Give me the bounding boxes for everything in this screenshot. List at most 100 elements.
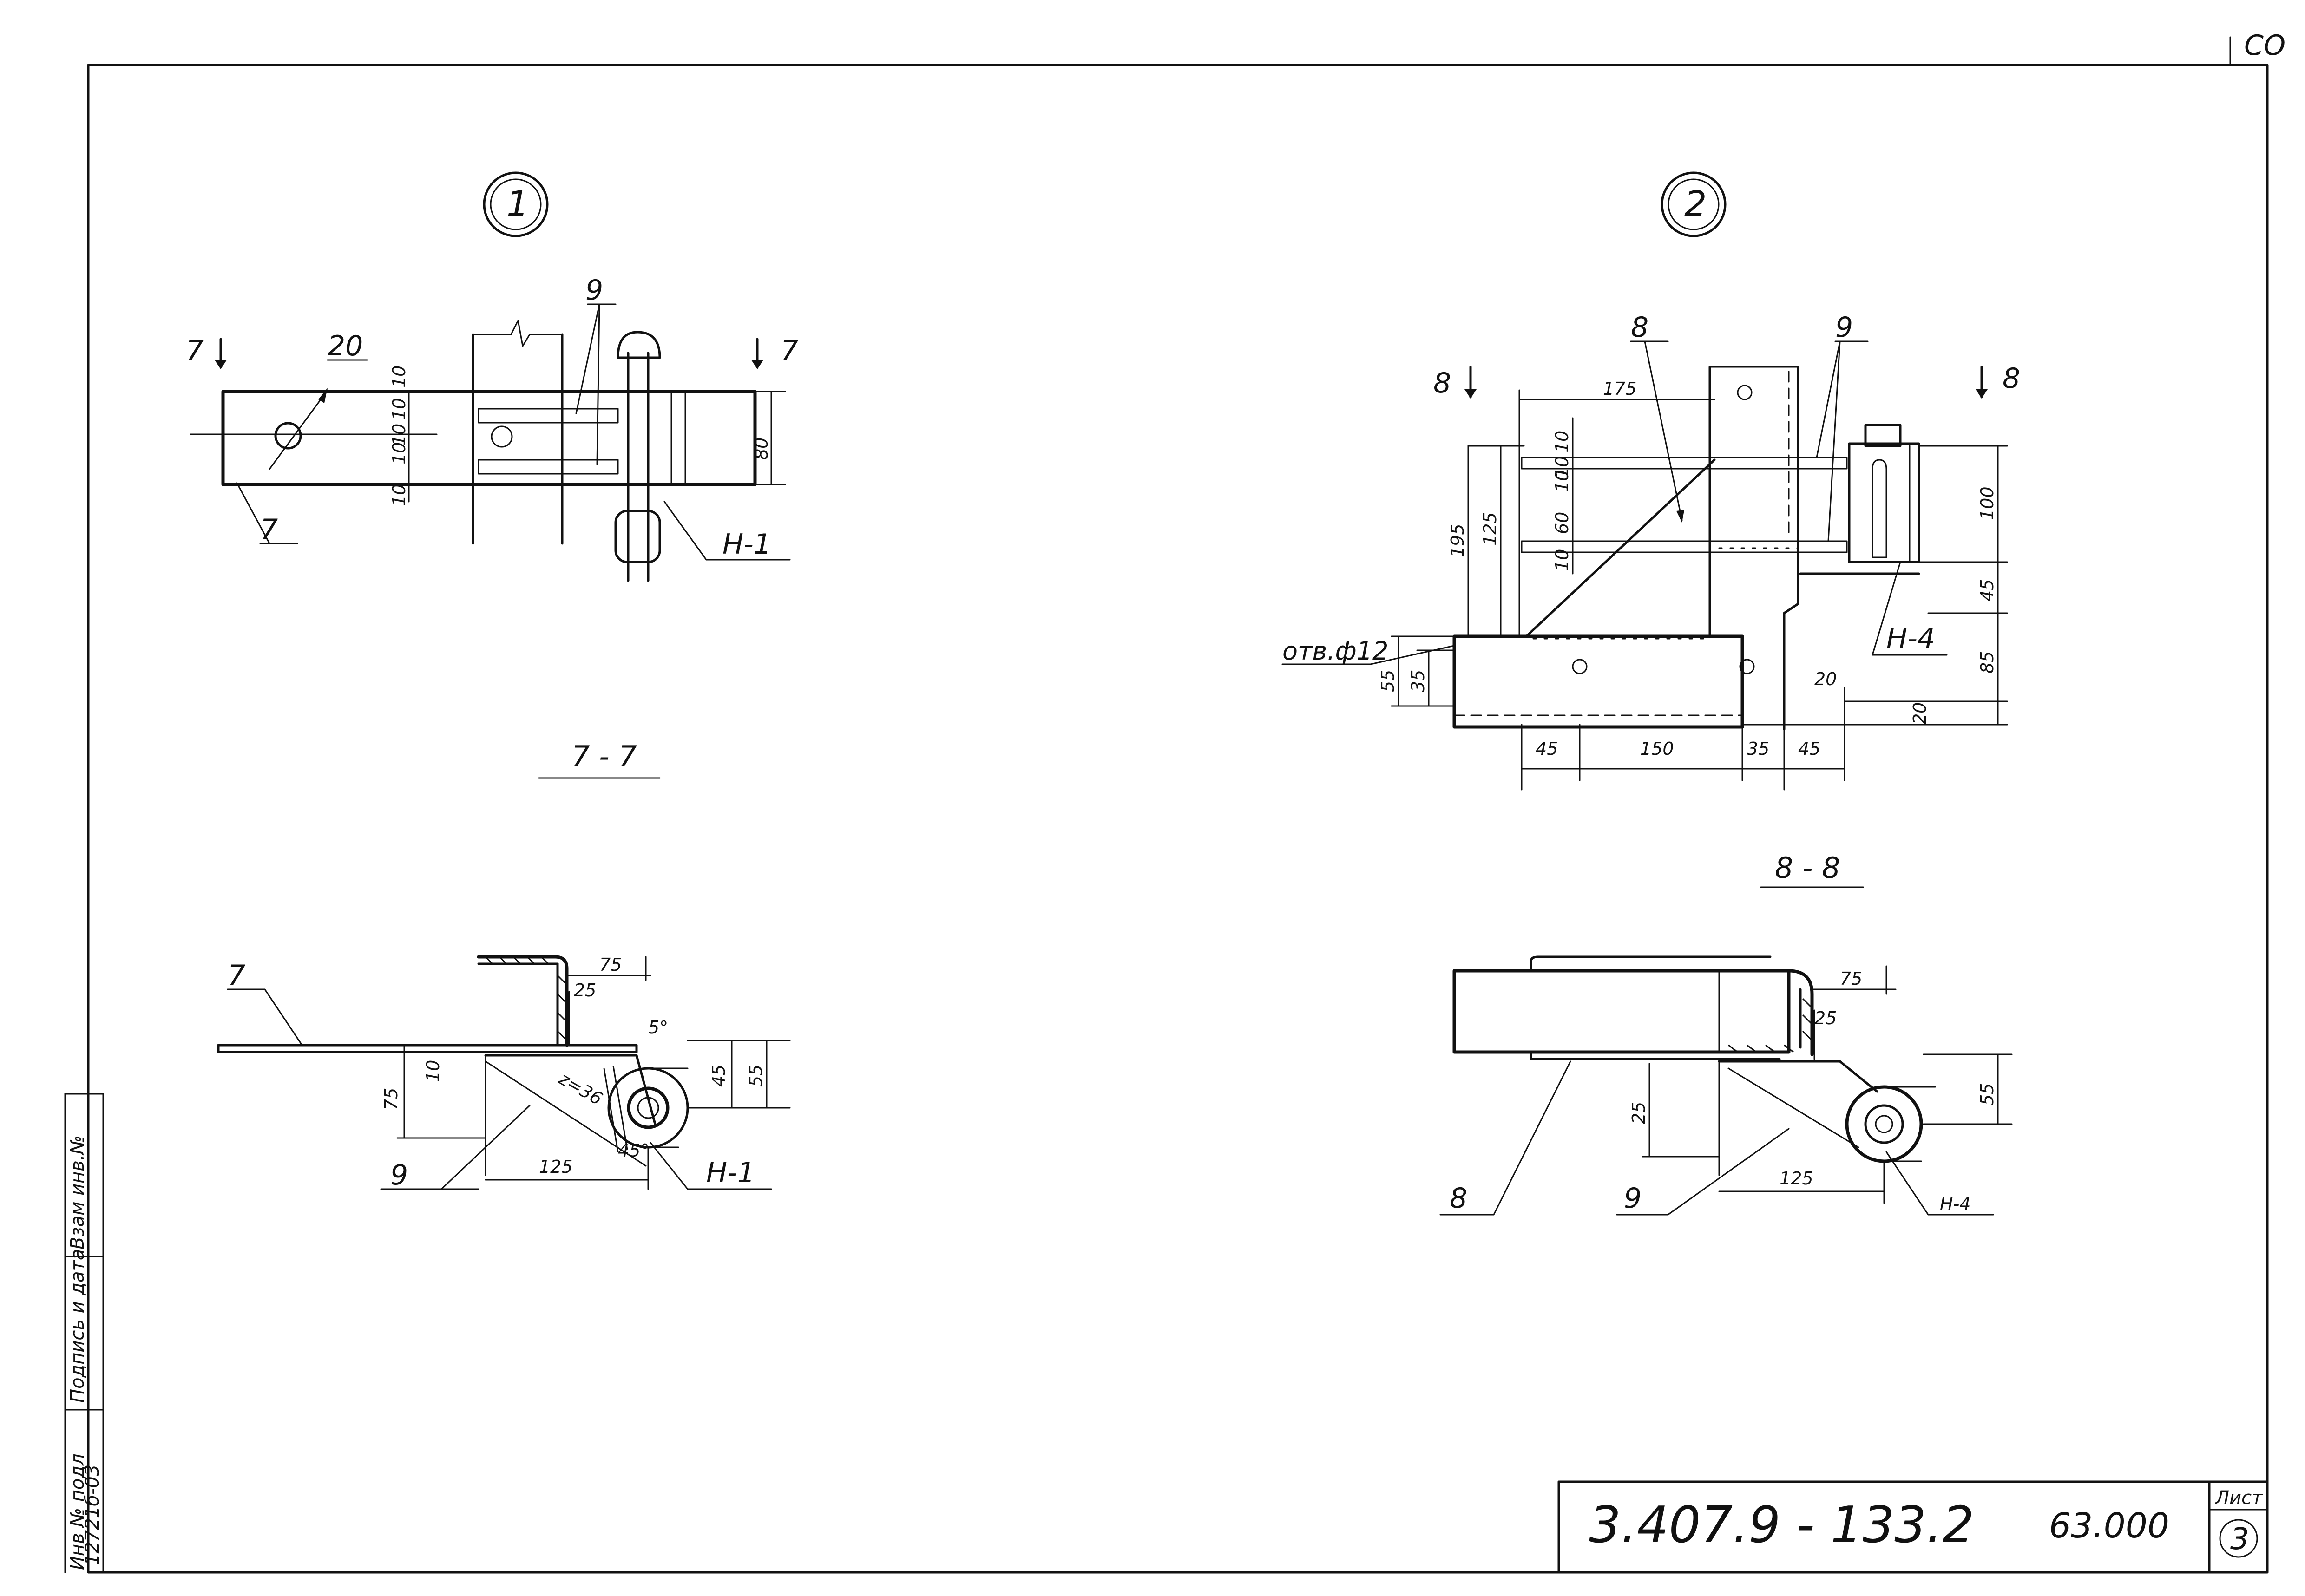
section-7-7-dim-1: 75	[599, 955, 622, 975]
title-block: 3.407.9 - 133.2 63.000 Лист 3	[1557, 1480, 2269, 1574]
node2-cut-right-label: 8	[2003, 362, 2020, 395]
section-8-8-dim-4: 55	[1977, 1083, 1997, 1105]
section-7-7-dim-5: 45	[709, 1065, 729, 1087]
sheet-number: 3	[2230, 1522, 2249, 1557]
node2-dim-2: 10	[1552, 431, 1572, 453]
section-8-8-plate-label: 8	[1450, 1182, 1467, 1215]
section-8-8-dim-5: 125	[1780, 1168, 1813, 1189]
node2-plan: 2 8 8 8	[1281, 171, 2020, 791]
node1-marker-inner	[490, 178, 542, 230]
section-8-8-hinge-pin	[1864, 1104, 1904, 1144]
node2-dim-9: 100	[1977, 486, 1997, 520]
sheet-frame: СО	[87, 29, 2285, 1574]
replaced-inv-label: Взам инв.№	[67, 1135, 88, 1249]
node1-bolt-hole	[491, 425, 513, 448]
node2-marker-outer	[1661, 171, 1727, 237]
section-7-7-angle	[477, 955, 569, 1047]
section-7-7-dim-3: 10	[423, 1060, 443, 1082]
sheet-designation: 3.407.9 - 133.2	[1589, 1496, 1974, 1554]
node2-dim-1: 175	[1603, 379, 1637, 399]
node2-dim-6: 10	[1552, 549, 1572, 571]
node2-dim-11: 85	[1977, 651, 1997, 674]
sheet-corner-mark: СО	[2244, 29, 2285, 62]
section-8-8-dim-1: 75	[1840, 968, 1862, 989]
section-7-7-hinge-pin	[627, 1086, 670, 1129]
node2-dim-10: 45	[1977, 579, 1997, 602]
section-8-8: 8 - 8 8 9 Н-4	[1439, 851, 2013, 1216]
node2-hinge-body	[1848, 442, 1920, 563]
node1-hinge-top	[617, 331, 661, 359]
section-8-8-rib-label: 9	[1624, 1182, 1642, 1215]
node2-dim-8: 195	[1447, 523, 1468, 557]
node2-dim-19: 45	[1798, 739, 1820, 759]
sheet-code: 63.000	[2049, 1506, 2169, 1546]
node1-hole-label: 20	[328, 330, 363, 362]
node2-dim-17: 150	[1640, 739, 1674, 759]
node1-marker-number: 1	[506, 183, 529, 224]
node1-column-break	[472, 320, 563, 347]
node1-plate	[221, 390, 757, 486]
section-7-7: 7 - 7 7 9 Н-	[217, 739, 791, 1191]
node1-part-b-label: 7	[260, 513, 278, 546]
section-7-7-rib	[484, 1054, 657, 1125]
section-7-7-dim-8: 5°	[648, 1017, 668, 1038]
section-7-7-dim-4: 75	[381, 1088, 401, 1110]
node2-marker-inner	[1668, 178, 1720, 230]
node1-part-a-label: 9	[585, 274, 603, 307]
inv-no-orig-label: Инв № подл	[67, 1453, 88, 1570]
node1-rib-top	[478, 408, 619, 424]
sheet-number-circle	[2219, 1519, 2258, 1558]
section-7-7-plate	[217, 1044, 638, 1053]
node1-hole	[274, 422, 302, 450]
node2-marker-number: 2	[1684, 183, 1707, 224]
section-7-7-dim-6: 55	[746, 1065, 766, 1087]
node2-dim-7: 125	[1480, 512, 1500, 546]
node2-dim-16: 45	[1536, 739, 1558, 759]
node1-cut-right-label: 7	[781, 334, 798, 367]
node2-dim-14: 20	[1814, 669, 1837, 689]
section-7-7-dim-7: 125	[539, 1157, 573, 1177]
node2-cut-left-label: 8	[1433, 367, 1451, 399]
node2-rib-bottom	[1521, 540, 1848, 553]
node2-rib-top	[1521, 457, 1848, 470]
node2-base-plate	[1452, 634, 1744, 729]
section-7-7-dim-10: z=36	[555, 1068, 606, 1109]
inv-no-orig-value: 12721б-03	[82, 1465, 103, 1565]
node2-dim-18: 35	[1747, 739, 1769, 759]
section-8-8-channel	[1452, 969, 1791, 1054]
node1-marker-outer	[483, 171, 549, 237]
node2-part-b-label: 9	[1835, 311, 1853, 344]
sheet-label: Лист	[2214, 1487, 2263, 1509]
signature-date-label: Подпись и дата	[67, 1249, 88, 1403]
node2-dim-13: 35	[1408, 670, 1428, 692]
node2-part-c-label: Н-4	[1886, 622, 1935, 655]
node1-dim-5: 10	[389, 484, 409, 506]
section-8-8-hinge-label: Н-4	[1940, 1194, 1970, 1214]
node1-hinge-bottom	[614, 510, 661, 563]
node1-dim-2: 10	[389, 398, 409, 420]
node2-hinge-cap	[1864, 424, 1902, 447]
node1-rib-bottom	[478, 459, 619, 475]
section-8-8-hinge-outer	[1845, 1085, 1923, 1163]
side-stamp: Взам инв.№ Подпись и дата Инв № подл 127…	[64, 1093, 104, 1573]
section-7-7-dim-2: 25	[574, 980, 596, 1001]
section-7-7-plate-label: 7	[228, 959, 245, 992]
node1-plan: 1 7 7 20 9	[186, 171, 798, 582]
node1-dim-6: 80	[751, 438, 772, 460]
node2-dim-4: 10	[1552, 470, 1572, 492]
section-8-8-dim-2: 25	[1814, 1008, 1837, 1028]
node2-dim-5: 60	[1552, 512, 1572, 534]
node2-dim-12: 55	[1378, 670, 1398, 692]
node2-hinge-pin	[1872, 459, 1887, 558]
node1-dim-1: 10	[389, 366, 409, 388]
node2-dim-3: 10	[1552, 456, 1572, 478]
node1-cut-left-label: 7	[186, 334, 204, 367]
section-7-7-dim-9: 45°	[618, 1140, 649, 1161]
node2-hole-note: отв.ф12	[1282, 636, 1388, 666]
node1-dim-3: 10	[389, 424, 409, 446]
section-8-8-rib	[1718, 1060, 1878, 1093]
node1-dim-4: 10	[389, 442, 409, 464]
section-7-7-rib-label: 9	[390, 1159, 408, 1191]
node1-part-c-label: Н-1	[722, 528, 771, 561]
